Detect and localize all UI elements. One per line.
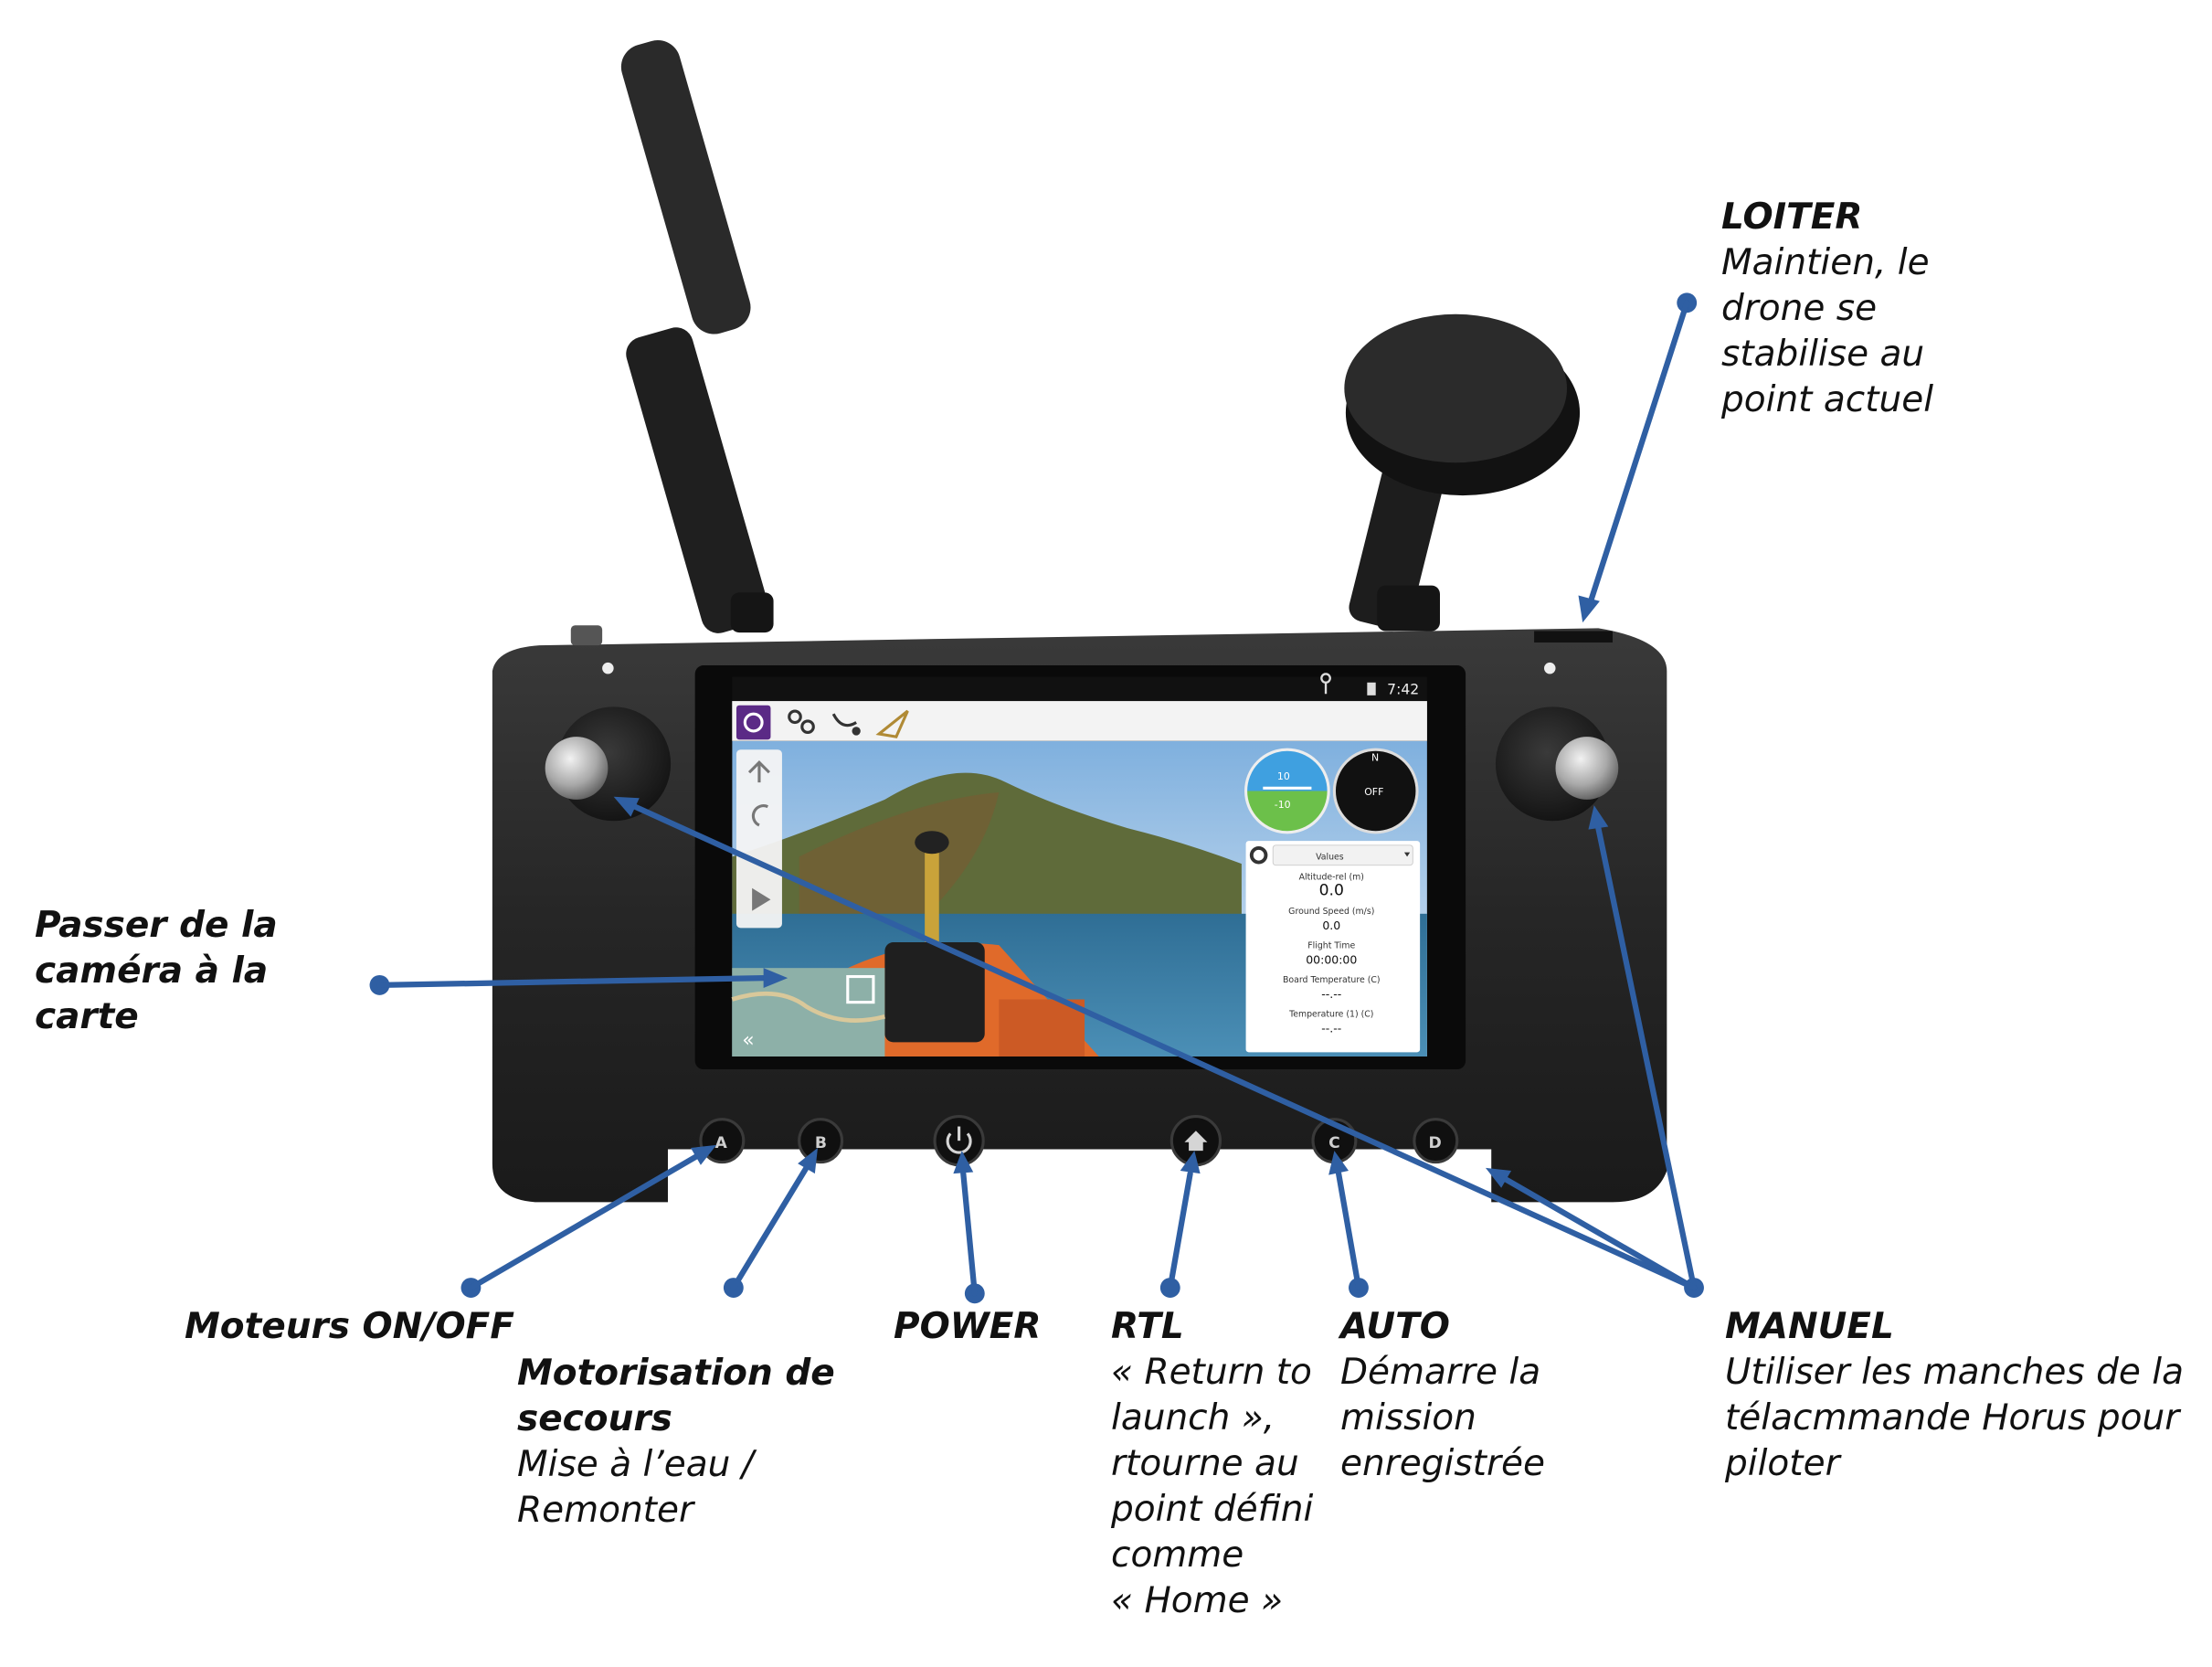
- label-power-title: POWER: [894, 1306, 1042, 1347]
- arrow-power: [953, 1151, 985, 1304]
- pitch-top: 10: [1277, 770, 1290, 782]
- status-bar: 7:42: [732, 673, 1427, 702]
- pitch-bottom: -10: [1275, 799, 1291, 811]
- collapse-icon: «: [742, 1029, 754, 1052]
- label-manuel-title: MANUEL: [1725, 1306, 1894, 1347]
- app-logo-icon[interactable]: [736, 705, 771, 740]
- values-header: Values: [1316, 852, 1344, 862]
- label-manuel-desc: Utiliser les manches de la télacmmande H…: [1725, 1352, 2184, 1484]
- value-number: 00:00:00: [1306, 952, 1357, 966]
- battery-icon: [1367, 682, 1376, 695]
- plan-route-icon[interactable]: [831, 713, 861, 736]
- svg-text:C: C: [1328, 1134, 1340, 1152]
- side-toolbar: [736, 749, 782, 929]
- label-backup: Motorisation de secours Mise à l’eau / R…: [517, 1351, 835, 1534]
- value-number: 0.0: [1319, 882, 1344, 900]
- label-power: POWER: [894, 1304, 1041, 1350]
- panel-gear-icon[interactable]: [1249, 846, 1268, 865]
- mini-map[interactable]: «: [731, 968, 886, 1057]
- arrow-motors: [460, 1144, 717, 1298]
- button-a[interactable]: A: [699, 1118, 746, 1164]
- power-icon: [946, 1132, 972, 1154]
- arrow-auto: [1328, 1151, 1369, 1298]
- button-d[interactable]: D: [1413, 1118, 1459, 1164]
- compass: N OFF: [1332, 748, 1419, 834]
- value-number: 0.0: [1322, 918, 1340, 932]
- label-auto: AUTO Démarre la mission enregistrée: [1340, 1304, 1545, 1487]
- value-label: Ground Speed (m/s): [1288, 907, 1374, 917]
- dropdown-caret-icon: [1403, 852, 1411, 857]
- fly-paper-plane-icon[interactable]: [875, 709, 909, 738]
- arrow-backup: [723, 1147, 818, 1298]
- label-loiter-desc: Maintien, le drone se stabilise au point…: [1721, 242, 1934, 420]
- label-manuel: MANUEL Utiliser les manches de la télacm…: [1725, 1304, 2184, 1487]
- label-auto-title: AUTO: [1340, 1306, 1450, 1347]
- hardware-buttons: A B C D: [699, 1115, 1459, 1167]
- label-backup-title-2: secours: [517, 1398, 672, 1439]
- label-motors: Moteurs ON/OFF: [185, 1304, 514, 1350]
- svg-text:B: B: [815, 1134, 827, 1152]
- label-rtl-desc: « Return to launch », rtourne au point d…: [1111, 1352, 1314, 1621]
- label-camera-line-1: Passer de la: [35, 905, 278, 946]
- arrow-camera: [369, 968, 788, 995]
- label-rtl-title: RTL: [1111, 1306, 1184, 1347]
- label-loiter-title: LOITER: [1721, 196, 1863, 238]
- left-stick[interactable]: [545, 706, 672, 822]
- label-backup-desc: Mise à l’eau / Remonter: [517, 1444, 754, 1531]
- arrow-rtl: [1159, 1151, 1201, 1298]
- attitude-indicator: 10 -10: [1244, 748, 1330, 834]
- svg-text:A: A: [715, 1134, 728, 1152]
- play-icon[interactable]: [752, 887, 771, 911]
- rotate-icon[interactable]: [751, 804, 768, 827]
- right-stick[interactable]: [1495, 706, 1619, 822]
- annotation-arrows: [369, 292, 1704, 1304]
- value-number: --.--: [1321, 1021, 1341, 1035]
- label-rtl: RTL « Return to launch », rtourne au poi…: [1111, 1304, 1313, 1624]
- label-loiter: LOITER Maintien, le drone se stabilise a…: [1721, 195, 1933, 423]
- label-camera-line-3: carte: [35, 996, 139, 1037]
- home-icon: [1184, 1131, 1208, 1152]
- svg-text:D: D: [1428, 1134, 1441, 1152]
- settings-gears-icon[interactable]: [788, 709, 815, 735]
- location-icon: [1320, 673, 1331, 695]
- value-label: Flight Time: [1307, 940, 1355, 950]
- status-time: 7:42: [1387, 681, 1419, 697]
- value-number: --.--: [1321, 987, 1341, 1001]
- value-label: Altitude-rel (m): [1299, 872, 1364, 882]
- label-auto-desc: Démarre la mission enregistrée: [1340, 1352, 1545, 1484]
- left-antenna: [620, 39, 774, 633]
- label-motors-title: Moteurs ON/OFF: [185, 1306, 514, 1347]
- power-button[interactable]: [933, 1115, 985, 1167]
- value-label: Board Temperature (C): [1283, 975, 1381, 985]
- label-backup-title-1: Motorisation de: [517, 1353, 835, 1394]
- arrow-manuel: [613, 796, 1704, 1298]
- arrow-loiter: [1578, 292, 1698, 623]
- value-label: Temperature (1) (C): [1288, 1009, 1373, 1019]
- compass-north: N: [1371, 752, 1379, 764]
- button-b[interactable]: B: [798, 1118, 844, 1164]
- app-toolbar: [732, 701, 1427, 741]
- gps-antenna: [1344, 313, 1581, 632]
- compass-center: OFF: [1364, 786, 1383, 798]
- takeoff-arrow-icon[interactable]: [747, 760, 770, 783]
- label-camera-line-2: caméra à la: [35, 950, 269, 992]
- values-dropdown[interactable]: [1272, 844, 1413, 866]
- label-camera: Passer de la caméra à la carte: [35, 903, 278, 1040]
